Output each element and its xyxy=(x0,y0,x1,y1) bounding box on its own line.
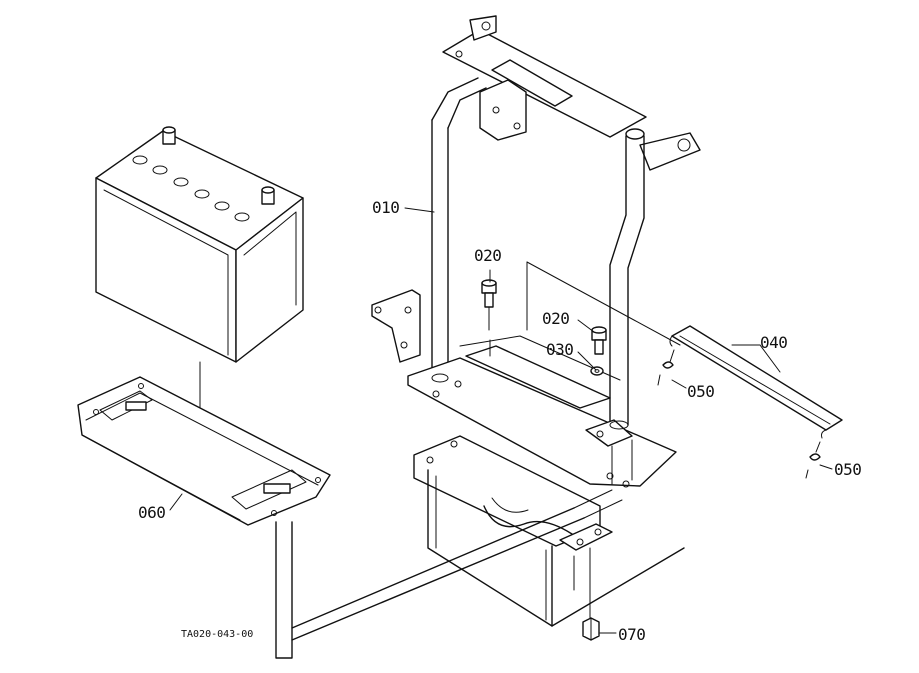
drawing-reference: TA020-043-00 xyxy=(181,629,254,640)
washer-030 xyxy=(590,366,604,376)
strap-plate xyxy=(671,325,843,431)
part-label-060: 060 xyxy=(138,503,166,522)
part-label-010: 010 xyxy=(372,198,400,217)
assembly-lines xyxy=(275,439,633,659)
battery-frame xyxy=(371,15,701,488)
battery-side xyxy=(235,197,304,363)
part-label-050-upper: 050 xyxy=(687,382,715,401)
tray-plate xyxy=(77,376,331,526)
part-label-050-lower: 050 xyxy=(834,460,862,479)
part-label-030: 030 xyxy=(546,340,574,359)
lower-box xyxy=(413,435,685,627)
spring-050-lower xyxy=(805,441,821,479)
frame-base xyxy=(407,357,677,487)
frame-bracket xyxy=(479,79,527,141)
bolt-020-upper xyxy=(481,279,497,308)
part-label-020-upper: 020 xyxy=(474,246,502,265)
bolt-020-lower xyxy=(591,326,607,355)
part-label-070: 070 xyxy=(618,625,646,644)
leader-lines xyxy=(169,207,833,634)
battery-tray xyxy=(77,376,331,526)
spring-050-upper xyxy=(657,349,675,386)
part-label-040: 040 xyxy=(760,333,788,352)
nut-070 xyxy=(582,617,600,641)
part-label-020-lower: 020 xyxy=(542,309,570,328)
frame-side-bracket xyxy=(371,289,421,363)
strap-040 xyxy=(669,325,843,439)
battery xyxy=(95,126,304,363)
